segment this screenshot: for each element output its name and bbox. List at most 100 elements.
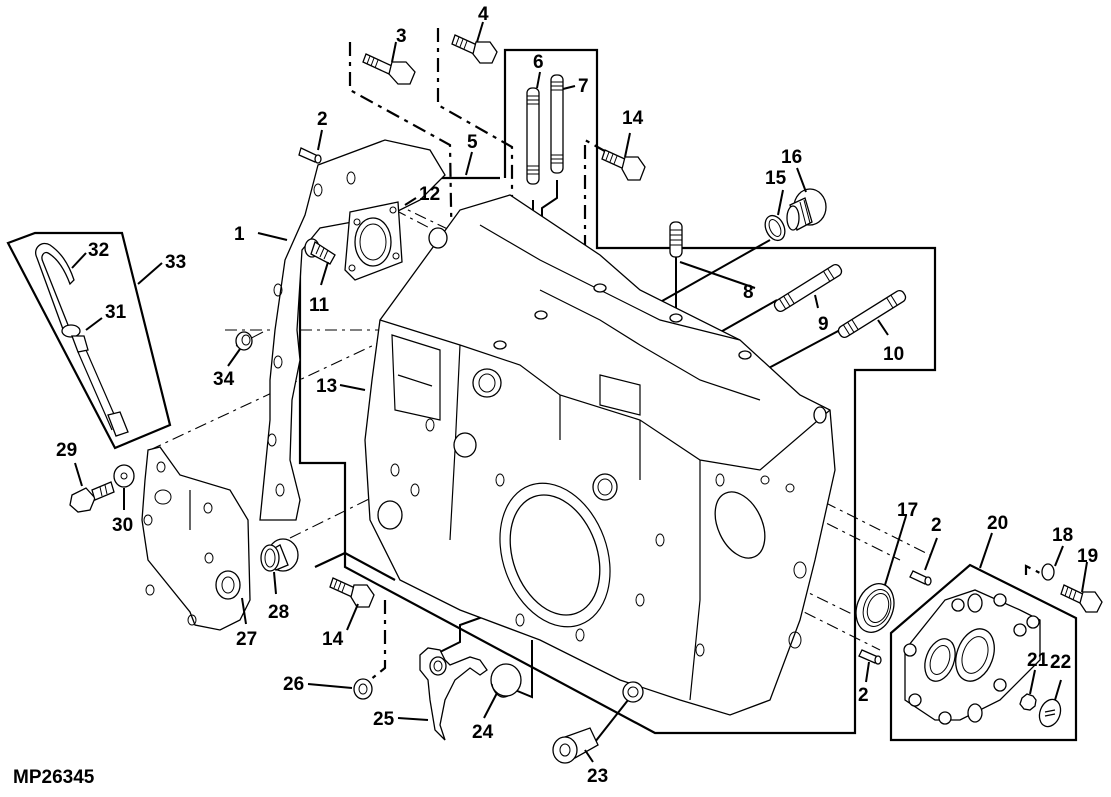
- callout-leader: [1029, 669, 1036, 695]
- callout-4: 4: [478, 4, 489, 25]
- callout-leader: [74, 462, 83, 487]
- callout-17: 17: [897, 500, 918, 521]
- axis-line: [289, 384, 601, 539]
- callout-3: 3: [396, 26, 407, 47]
- bushing-26: [353, 678, 373, 700]
- callout-leader: [391, 41, 397, 63]
- callout-leader: [877, 319, 889, 336]
- callout-18: 18: [1052, 525, 1073, 546]
- callout-leader: [924, 537, 938, 571]
- callout-12: 12: [419, 184, 440, 205]
- callout-20: 20: [987, 513, 1008, 534]
- cover-plate: [344, 201, 403, 281]
- callout-leader: [483, 692, 498, 719]
- callout-32: 32: [88, 240, 109, 261]
- callout-14-bottom: 14: [322, 629, 344, 650]
- callout-10: 10: [883, 344, 904, 365]
- callout-28: 28: [268, 602, 289, 623]
- bearing-housing-group-outline: [889, 563, 1078, 742]
- callout-leader: [884, 515, 907, 586]
- dowel-pin-2-left: [298, 147, 322, 164]
- screw3-group-outline: [348, 42, 454, 266]
- plug-11: [304, 238, 336, 265]
- callout-leader: [679, 261, 756, 289]
- callout-leader: [865, 661, 870, 683]
- callout-leader: [227, 348, 241, 367]
- main-bore: [509, 494, 601, 616]
- axis-line: [759, 589, 881, 651]
- gasket-hole: [275, 483, 285, 497]
- cap-screw-14-top: [601, 149, 646, 181]
- dipstick: [35, 242, 129, 437]
- cap-screw-3: [362, 53, 416, 85]
- callout-leader: [1054, 679, 1062, 701]
- callout-leader: [476, 21, 484, 43]
- callout-leader: [777, 189, 784, 216]
- stud-7: [550, 74, 564, 174]
- plug-34: [235, 331, 253, 351]
- callout-leader: [241, 597, 247, 625]
- callout-2-right-lower: 2: [858, 685, 869, 706]
- callout-29: 29: [56, 440, 77, 461]
- cap-screw-29: [69, 481, 115, 513]
- dowel-pin-2-right-upper: [909, 570, 932, 586]
- callout-34: 34: [213, 369, 235, 390]
- callout-25: 25: [373, 709, 395, 730]
- callout-30: 30: [112, 515, 133, 536]
- callout-leader: [85, 317, 103, 331]
- callout-leader: [624, 132, 631, 158]
- gasket-hole: [346, 171, 356, 185]
- callout-9: 9: [818, 314, 829, 335]
- cap-screw-14-bottom: [329, 577, 375, 608]
- callout-leader: [317, 129, 323, 151]
- oil-seal-17: [855, 583, 895, 633]
- callout-leader: [536, 71, 541, 89]
- gasket-hole: [267, 433, 277, 447]
- screw14-group-outline: [583, 138, 611, 249]
- callout-leader: [137, 262, 163, 285]
- stud-9: [773, 264, 843, 312]
- callout-leader: [397, 717, 429, 721]
- callout-31: 31: [105, 302, 127, 323]
- callout-leader: [71, 252, 87, 269]
- callout-22: 22: [1050, 652, 1071, 673]
- main-housing: [364, 194, 836, 716]
- callout-24: 24: [472, 722, 494, 743]
- plug-23: [552, 727, 599, 764]
- callout-8: 8: [743, 282, 754, 303]
- cap-screw-19: [1060, 584, 1103, 613]
- callout-leader: [584, 749, 594, 763]
- callout-leader: [307, 683, 353, 689]
- plug-24: [490, 663, 522, 698]
- cover: [141, 446, 251, 631]
- callout-6: 6: [533, 52, 544, 73]
- stud10-alignment: [764, 329, 841, 371]
- callout-14-top: 14: [622, 108, 644, 129]
- callout-26: 26: [283, 674, 304, 695]
- gasket-hole: [273, 355, 283, 369]
- stud-10: [837, 290, 907, 338]
- callout-leader: [1054, 545, 1064, 567]
- callout-1: 1: [234, 224, 245, 245]
- lower-left-group-outline: [314, 551, 396, 581]
- drain-plug: [786, 188, 827, 231]
- callout-27: 27: [236, 629, 257, 650]
- callout-5: 5: [467, 132, 478, 153]
- sealing-washer: [764, 214, 786, 242]
- dowel-pin-2-right-lower: [858, 649, 882, 665]
- snap-ring: [1019, 693, 1037, 711]
- callout-13: 13: [316, 376, 337, 397]
- callout-leader: [979, 532, 993, 569]
- o-ring: [61, 324, 81, 338]
- housing-group-outline: [298, 48, 937, 735]
- callout-leader: [257, 232, 288, 241]
- callout-16: 16: [781, 147, 802, 168]
- callout-leader: [339, 384, 366, 391]
- gasket: [259, 139, 446, 521]
- screw19-group-outline: [1024, 564, 1041, 575]
- lock-washer: [1041, 563, 1055, 581]
- callout-33: 33: [165, 252, 186, 273]
- washer-30: [113, 464, 135, 488]
